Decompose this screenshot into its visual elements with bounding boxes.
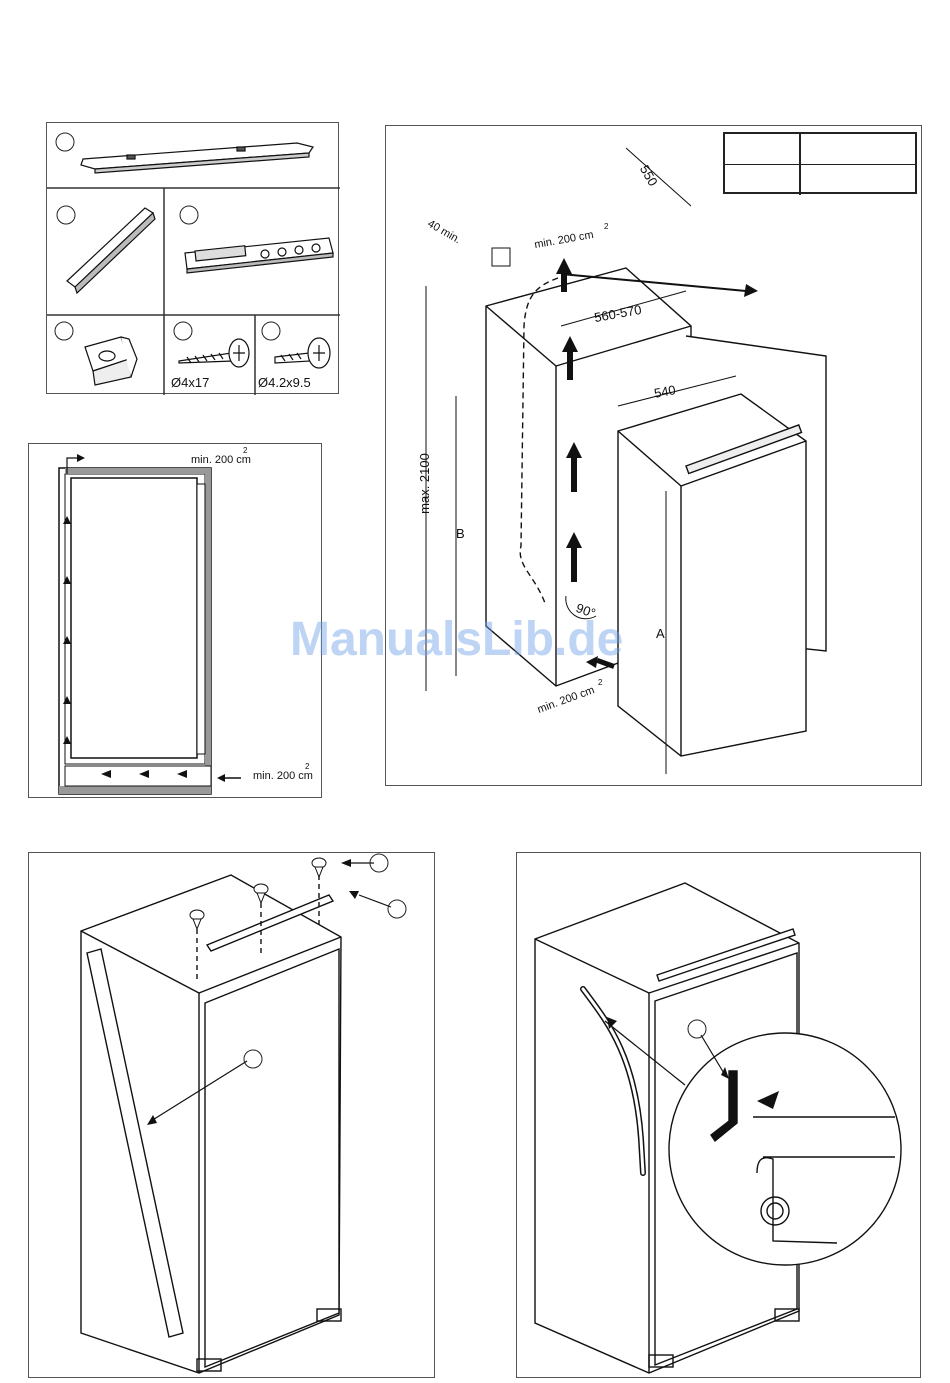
parts-list-drawing: [47, 123, 340, 395]
screw-4-2x9-5-part: [275, 338, 330, 368]
screw-4x17-part: [179, 339, 249, 367]
label-b: B: [456, 526, 465, 541]
top-rail-part: [81, 143, 313, 173]
dimension-table: [723, 132, 917, 194]
rail-mounting-panel: [28, 852, 435, 1378]
max-height-label: max. 2100: [417, 453, 432, 514]
installation-drawing: [386, 126, 923, 787]
ventilation-section-drawing: [29, 444, 323, 799]
ventilation-section-panel: min. 200 cm 2 min. 200 cm 2: [28, 443, 322, 798]
screw-2-size-label: Ø4.2x9.5: [258, 375, 311, 390]
hinge-plate-part: [185, 238, 333, 273]
vent-bottom-label: min. 200 cm: [253, 770, 313, 782]
vent-top-label: min. 200 cm: [191, 454, 251, 466]
trim-strip-part: [67, 208, 155, 293]
vent-top-sup: 2: [604, 222, 608, 231]
parts-list-panel: Ø4x17 Ø4.2x9.5: [46, 122, 339, 394]
vent-bottom-sup: 2: [598, 678, 602, 687]
vent-top-sup: 2: [243, 446, 247, 455]
mounting-clip-part: [85, 337, 137, 385]
watermark: ManualsLib.de: [290, 612, 623, 667]
installation-dimensions-panel: 40 min. min. 200 cm 2 max. 2100 B 560-57…: [385, 125, 922, 786]
trim-insertion-panel: [516, 852, 921, 1378]
screw-1-size-label: Ø4x17: [171, 375, 209, 390]
vent-bottom-sup: 2: [305, 762, 309, 771]
label-a: A: [656, 626, 665, 641]
rail-mounting-drawing: [29, 853, 436, 1379]
trim-insertion-drawing: [517, 853, 922, 1379]
